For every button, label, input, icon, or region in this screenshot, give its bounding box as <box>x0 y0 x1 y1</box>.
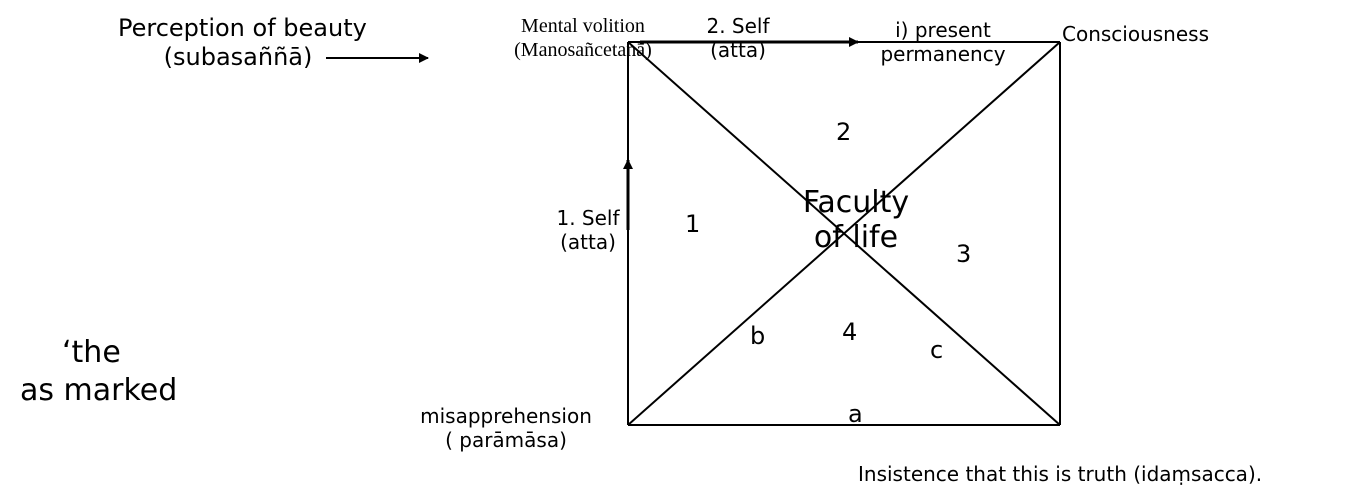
region-3-label: 3 <box>956 240 972 268</box>
faculty-of-life-label-line2: of life <box>813 219 899 255</box>
present-permanency-label-line1: i) present <box>895 18 991 42</box>
region-2-label: 2 <box>836 118 852 146</box>
self-1-label-line1: 1. Self <box>556 206 620 230</box>
perception-label: Perception of beauty (subasaññā) <box>118 14 367 72</box>
partial-left-text-line2: as marked <box>20 372 178 408</box>
self-2-label: 2. Self (atta) <box>698 14 778 62</box>
misapprehension-label: misapprehension ( parāmāsa) <box>386 404 626 452</box>
mental-volition-label: Mental volition (Manosañcetanā) <box>478 14 688 62</box>
mental-volition-label-line1: Mental volition <box>521 15 645 37</box>
mental-volition-label-line2: (Manosañcetanā) <box>514 39 652 61</box>
diagonal-bottom-left-to-top-right <box>627 41 1061 426</box>
region-b-label: b <box>750 322 766 350</box>
faculty-of-life-label-line1: Faculty <box>802 185 910 220</box>
partial-left-text-line1: ‘the <box>62 335 121 370</box>
misapprehension-label-line1: misapprehension <box>420 404 592 428</box>
insistence-label: Insistence that this is truth (idaṃsacca… <box>858 462 1263 486</box>
self-1-label: 1. Self (atta) <box>548 206 628 254</box>
region-a-label: a <box>848 400 863 428</box>
faculty-of-life-label: Faculty of life <box>776 185 936 255</box>
self-1-label-line2: (atta) <box>560 230 616 254</box>
partial-left-text: ‘the as marked <box>20 334 177 409</box>
self-2-label-line2: (atta) <box>710 38 766 62</box>
self-2-label-line1: 2. Self <box>706 14 770 38</box>
region-1-label: 1 <box>685 210 701 238</box>
present-permanency-label: i) present permanency <box>856 18 1030 66</box>
region-4-label: 4 <box>842 318 858 346</box>
consciousness-label: Consciousness <box>1062 22 1210 46</box>
present-permanency-label-line2: permanency <box>880 42 1006 66</box>
region-c-label: c <box>930 336 944 364</box>
perception-label-line2: (subasaññā) <box>163 42 313 71</box>
perception-label-line1: Perception of beauty <box>118 14 367 42</box>
misapprehension-label-line2: ( parāmāsa) <box>445 428 567 452</box>
